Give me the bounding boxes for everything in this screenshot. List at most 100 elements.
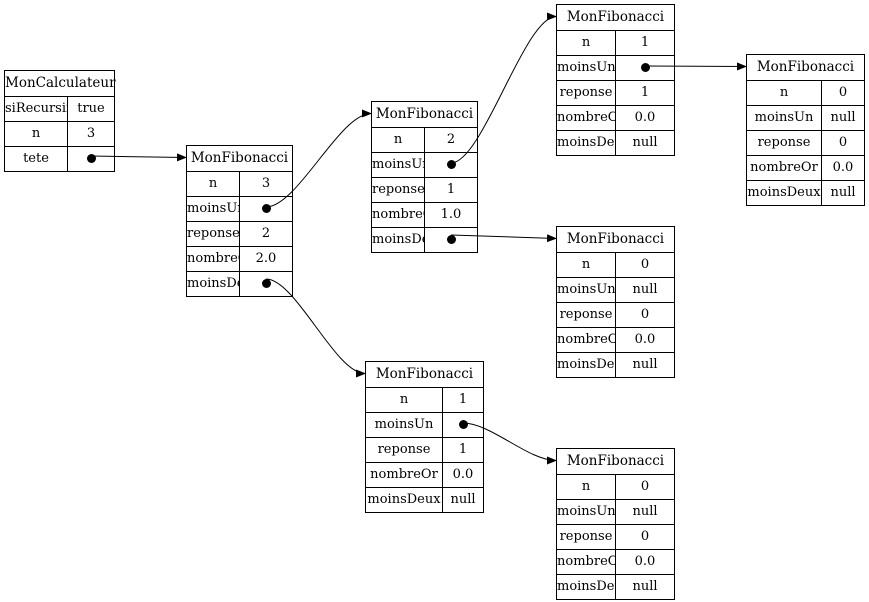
field-name: nombreOr — [557, 550, 616, 574]
pointer-arrow-fib2 — [265, 109, 372, 208]
field-row: nombreOr2.0 — [187, 247, 292, 272]
field-row: moinsDeux null — [747, 181, 864, 205]
field-value: 2 — [446, 132, 456, 147]
pointer-arrow-fib5 — [450, 234, 557, 243]
field-name: moinsUn — [187, 197, 240, 221]
field-value: 0.0 — [634, 110, 656, 125]
field-row: moinsDeux — [187, 272, 292, 296]
field-value: 1.0 — [440, 207, 462, 222]
field-name: n — [372, 128, 425, 152]
field-value: null — [632, 579, 658, 594]
object-box-fib2: MonFibonaccin2moinsUnreponse1nombreOr1.0… — [371, 101, 478, 253]
field-value: 1 — [446, 182, 456, 197]
field-name: n — [5, 122, 68, 146]
field-pointer — [425, 153, 477, 177]
field-value: 3 — [261, 176, 271, 191]
field-value: 0.0 — [634, 332, 656, 347]
object-class-name: MonFibonacci — [372, 102, 477, 128]
object-box-fib1: MonFibonaccin3moinsUnreponse2nombreOr2.0… — [186, 145, 293, 297]
field-row: nombreOr 0.0 — [557, 106, 674, 131]
field-name: reponse — [747, 131, 822, 155]
field-name: moinsDeux — [557, 575, 616, 599]
object-class-name: MonFibonacci — [187, 146, 292, 172]
field-pointer — [240, 197, 292, 221]
field-value: true — [77, 101, 105, 116]
field-row: moinsDeux null — [557, 131, 674, 155]
pointer-dot-icon — [86, 154, 96, 163]
field-value: 1 — [458, 392, 468, 407]
field-row: moinsUn null — [747, 106, 864, 131]
field-row: nombreOr 0.0 — [557, 328, 674, 353]
field-row: nombreOr1.0 — [372, 203, 477, 228]
field-value: 0 — [640, 257, 650, 272]
field-name: reponse — [557, 303, 616, 327]
field-name: moinsUn — [366, 413, 443, 437]
field-name: moinsDeux — [747, 181, 822, 205]
pointer-dot-icon — [446, 235, 456, 244]
object-class-name: MonFibonacci — [557, 449, 674, 475]
field-pointer — [240, 272, 292, 296]
field-name: reponse — [557, 525, 616, 549]
field-value: null — [830, 185, 856, 200]
field-value: 1 — [640, 85, 650, 100]
field-pointer — [616, 56, 674, 80]
field-name: reponse — [557, 81, 616, 105]
field-name: moinsDeux — [366, 488, 443, 512]
field-name: n — [747, 81, 822, 105]
field-name: nombreOr — [747, 156, 822, 180]
field-row: reponse 0 — [557, 525, 674, 550]
field-row: siRecursif true — [5, 97, 114, 122]
field-value: 1 — [458, 442, 468, 457]
field-name: n — [557, 31, 616, 55]
pointer-arrow-fib3 — [265, 278, 366, 378]
field-name: reponse — [366, 438, 443, 462]
field-name: moinsUn — [557, 56, 616, 80]
field-name: moinsUn — [557, 500, 616, 524]
field-name: nombreOr — [366, 463, 443, 487]
field-name: moinsUn — [747, 106, 822, 130]
field-name: moinsDeux — [557, 131, 616, 155]
field-row: moinsUn — [557, 56, 674, 81]
field-name: n — [557, 253, 616, 277]
field-name: n — [557, 475, 616, 499]
field-value: null — [632, 135, 658, 150]
pointer-dot-icon — [446, 160, 456, 169]
pointer-arrow-fib6 — [462, 422, 557, 465]
object-class-name: MonFibonacci — [557, 227, 674, 253]
field-value: null — [632, 282, 658, 297]
field-pointer — [425, 228, 477, 252]
pointer-arrow-fib7 — [644, 62, 747, 71]
field-value: null — [830, 110, 856, 125]
field-value: 2 — [261, 226, 271, 241]
field-value: 0 — [640, 479, 650, 494]
field-name: siRecursif — [5, 97, 68, 121]
field-name: nombreOr — [557, 328, 616, 352]
pointer-arrow-fib1 — [90, 153, 187, 162]
field-row: moinsUn — [372, 153, 477, 178]
field-value: 1 — [640, 35, 650, 50]
field-value: 0 — [838, 85, 848, 100]
field-name: n — [187, 172, 240, 196]
object-box-fib4: MonFibonaccin1moinsUnreponse1nombreOr0.0… — [556, 4, 675, 156]
pointer-dot-icon — [640, 63, 650, 72]
field-row: reponse 1 — [557, 81, 674, 106]
field-name: nombreOr — [557, 106, 616, 130]
field-value: 0 — [640, 529, 650, 544]
field-row: tete — [5, 147, 114, 171]
object-box-fib6: MonFibonaccin0moinsUnnullreponse0nombreO… — [556, 448, 675, 600]
